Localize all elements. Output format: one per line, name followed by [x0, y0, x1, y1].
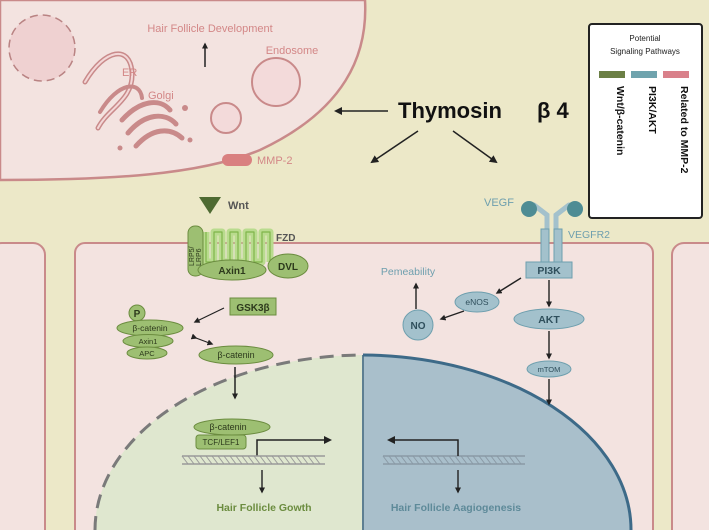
label-gsk3b: GSK3β — [236, 303, 269, 314]
vegfr2-stalk-left — [540, 228, 550, 264]
er-membrane-inner — [84, 53, 134, 129]
vegf-ligand-left — [521, 201, 537, 217]
lrp-receptor — [187, 225, 204, 277]
fzd-receptor-outline — [205, 231, 271, 263]
label-er: ER — [122, 67, 137, 79]
legend-swatch-wnt — [599, 71, 625, 78]
label-dvl: DVL — [278, 262, 298, 273]
label-enos: eNOS — [465, 297, 488, 307]
arrow-enos-no — [439, 310, 465, 321]
label-bcat2: β-catenin — [217, 350, 254, 360]
nucleus-right-half — [363, 355, 631, 530]
vesicle — [210, 102, 242, 134]
label-mmp2: MMP-2 — [257, 155, 292, 167]
label-tcf: TCF/LEF1 — [203, 438, 240, 447]
apc-complex — [126, 346, 168, 360]
label-axin1: Axin1 — [218, 266, 246, 277]
golgi-vesicle — [182, 105, 188, 111]
transcription-arrow-right — [387, 436, 459, 456]
label-bcat3: β-catenin — [209, 422, 246, 432]
transcription-arrow-left — [256, 436, 332, 456]
title-beta4: β 4 — [537, 98, 570, 123]
golgi-stack-3 — [133, 128, 185, 149]
legend-swatch-mmp — [663, 71, 689, 78]
label-vegfr2: VEGFR2 — [568, 229, 610, 241]
golgi-vesicle — [187, 137, 193, 143]
top-cell: Hair Follicle Development Endosome ER Go… — [0, 0, 367, 182]
pi3k-pathway: VEGF VEGFR2 PI3K AKT mTOM eNOS NO Pemeab… — [381, 197, 610, 514]
label-pi3k: PI3K — [537, 265, 561, 277]
label-growth-outcome: Hair Follicle Gowth — [216, 502, 311, 514]
label-lrp-b: LRP6 — [196, 248, 203, 266]
left-neighbor-cell — [0, 242, 46, 530]
nuclear-envelope-left — [93, 353, 364, 530]
dvl — [267, 253, 309, 279]
legend-label-wnt: Wnt/β-catenin — [614, 86, 626, 155]
gsk3b-box — [229, 297, 277, 316]
label-fzd: FZD — [276, 233, 295, 244]
label-vegf: VEGF — [484, 197, 514, 209]
arrow-to-wnt — [370, 130, 419, 164]
mmp2-pill — [222, 154, 252, 166]
arrow-gsk3b-to-complex — [193, 307, 225, 323]
bcat-free — [198, 345, 274, 365]
no-molecule — [402, 309, 434, 341]
axin1-membrane — [197, 259, 267, 281]
legend-swatch-pi3k — [631, 71, 657, 78]
vegfr2-stalk-right — [553, 228, 563, 264]
label-apc: APC — [139, 349, 155, 358]
label-akt: AKT — [538, 314, 560, 326]
golgi-stack-2 — [125, 113, 179, 136]
enos — [454, 291, 500, 313]
endosome — [251, 57, 301, 107]
nucleus-dashed — [8, 14, 76, 82]
wnt-ligand-triangle — [199, 197, 221, 214]
label-angiogenesis-outcome: Hair Follicle Aagiogenesis — [391, 502, 521, 514]
arrow-to-vegf — [452, 130, 498, 164]
legend-title-line2: Signaling Pathways — [610, 47, 680, 56]
golgi-vesicle — [117, 145, 123, 151]
label-wnt: Wnt — [228, 200, 249, 212]
nuclear-envelope-right — [362, 353, 633, 530]
mtom — [526, 360, 572, 378]
label-bcat: β-catenin — [132, 323, 167, 333]
label-p: P — [134, 309, 141, 320]
top-cell-membrane — [0, 0, 367, 182]
label-permeability: Pemeability — [381, 266, 436, 278]
pi3k-box — [525, 261, 573, 279]
tcf-box — [195, 434, 247, 450]
vegfr2-arm-right — [553, 202, 572, 235]
vegfr2-arm-left — [531, 202, 550, 235]
golgi-stack-1 — [119, 100, 173, 123]
legend-label-pi3k: PI3K/AKT — [646, 86, 658, 134]
label-endosome: Endosome — [266, 45, 319, 57]
label-hair-follicle-development: Hair Follicle Development — [147, 23, 272, 35]
label-lrp-a: LRP5/ — [189, 246, 196, 266]
label-axin1-small: Axin1 — [139, 337, 158, 346]
dna-right — [382, 455, 525, 465]
legend-title-line1: Potential — [629, 34, 660, 43]
legend-label-mmp: Related to MMP-2 — [678, 86, 690, 174]
arrow-exchange — [190, 333, 214, 346]
akt — [513, 308, 585, 330]
dna-left — [181, 455, 325, 465]
vegf-ligand-right — [567, 201, 583, 217]
right-neighbor-cell — [671, 242, 709, 530]
label-no: NO — [411, 321, 426, 332]
label-golgi: Golgi — [148, 90, 174, 102]
wnt-pathway: Wnt FZD LRP5/ LRP6 Axin1 DVL GSK3β P β-c… — [116, 197, 332, 514]
label-mtom: mTOM — [538, 365, 561, 374]
er-membrane-2 — [98, 84, 144, 114]
title-thymosin: Thymosin — [398, 98, 502, 123]
legend: Potential Signaling Pathways Wnt/β-caten… — [588, 23, 703, 219]
arrow-pi3k-enos — [495, 277, 522, 294]
